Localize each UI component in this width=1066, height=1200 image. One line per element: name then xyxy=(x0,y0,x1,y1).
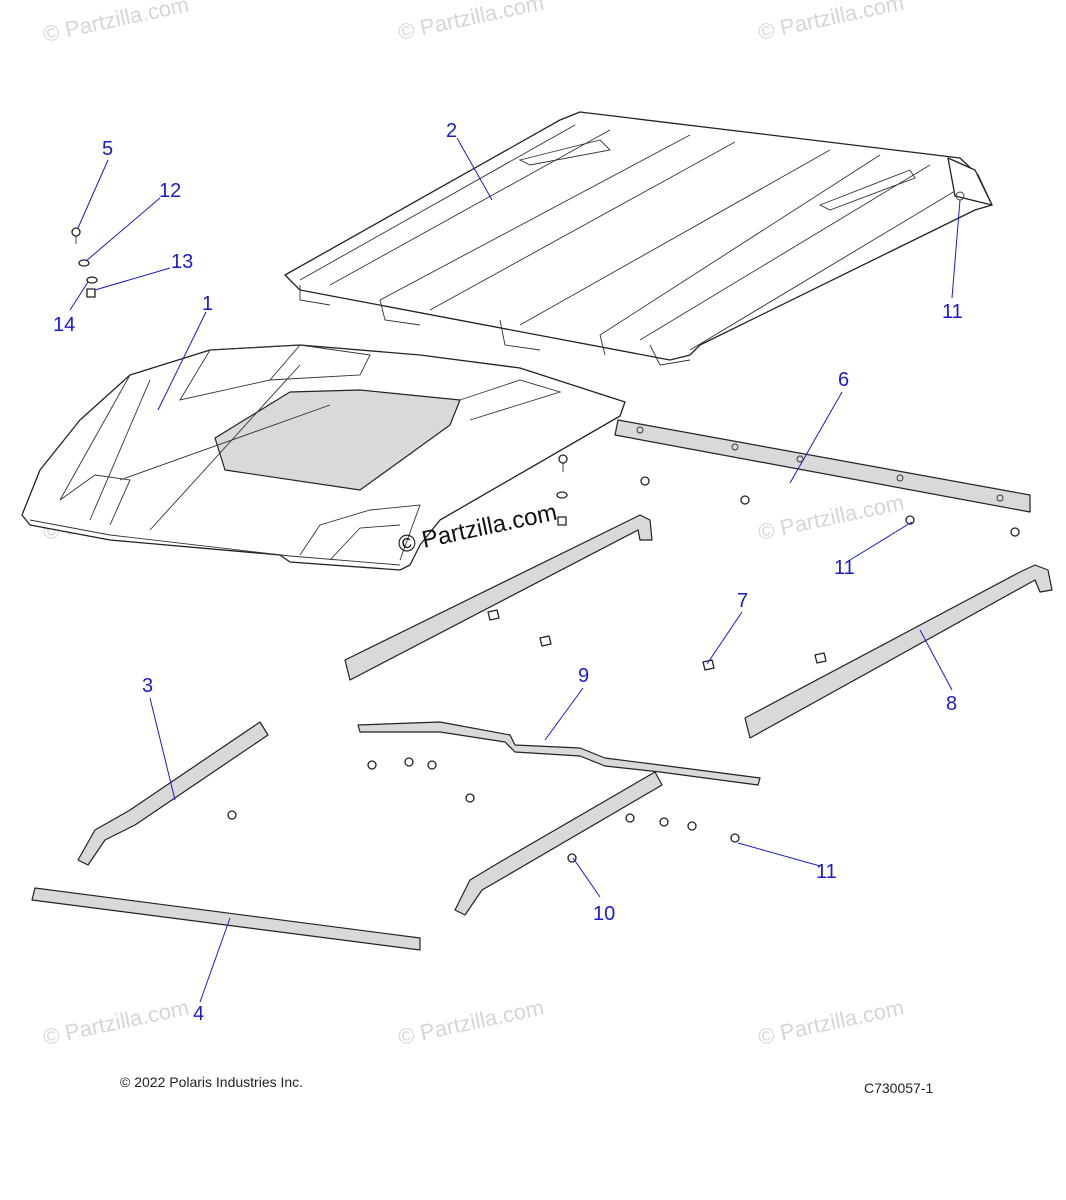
callout-3: 3 xyxy=(142,675,153,697)
callout-5: 5 xyxy=(102,138,113,160)
callout-2: 2 xyxy=(446,120,457,142)
part-2-rear-roof xyxy=(284,111,993,366)
callout-10: 10 xyxy=(593,903,615,925)
callout-12: 11 xyxy=(816,861,837,883)
diagram-code: C730057-1 xyxy=(864,1080,933,1096)
watermark: © Partzilla.com xyxy=(41,0,191,47)
leader-lines xyxy=(69,137,961,1003)
callout-labels: 5 12 13 14 1 2 11 6 11 7 8 9 3 4 10 11 xyxy=(53,120,963,1025)
callout-4: 4 xyxy=(193,1003,204,1025)
callout-8: 8 xyxy=(946,693,957,715)
part-1-front-roof xyxy=(21,344,626,571)
watermark: © Partzilla.com xyxy=(756,995,906,1050)
fasteners xyxy=(71,227,1020,863)
part-4-strip xyxy=(31,887,421,951)
part-side-rails xyxy=(344,514,1053,739)
part-9-seal xyxy=(357,721,761,786)
callout-14: 13 xyxy=(171,251,193,273)
part-6-strip xyxy=(614,419,1031,513)
callout-15: 14 xyxy=(53,314,75,336)
copyright-text: © 2022 Polaris Industries Inc. xyxy=(120,1074,303,1090)
watermark: © Partzilla.com xyxy=(396,995,546,1050)
callout-1: 1 xyxy=(202,293,213,315)
watermark: © Partzilla.com xyxy=(756,0,906,45)
callout-6: 6 xyxy=(838,369,849,391)
callout-9: 9 xyxy=(578,665,589,687)
callout-7: 7 xyxy=(737,590,748,612)
watermark: © Partzilla.com xyxy=(756,490,906,545)
callout-11-mid: 11 xyxy=(834,557,855,579)
callout-11-top: 11 xyxy=(942,301,963,323)
watermark: © Partzilla.com xyxy=(396,0,546,45)
callout-13: 12 xyxy=(159,180,181,202)
watermark: © Partzilla.com xyxy=(41,995,191,1050)
